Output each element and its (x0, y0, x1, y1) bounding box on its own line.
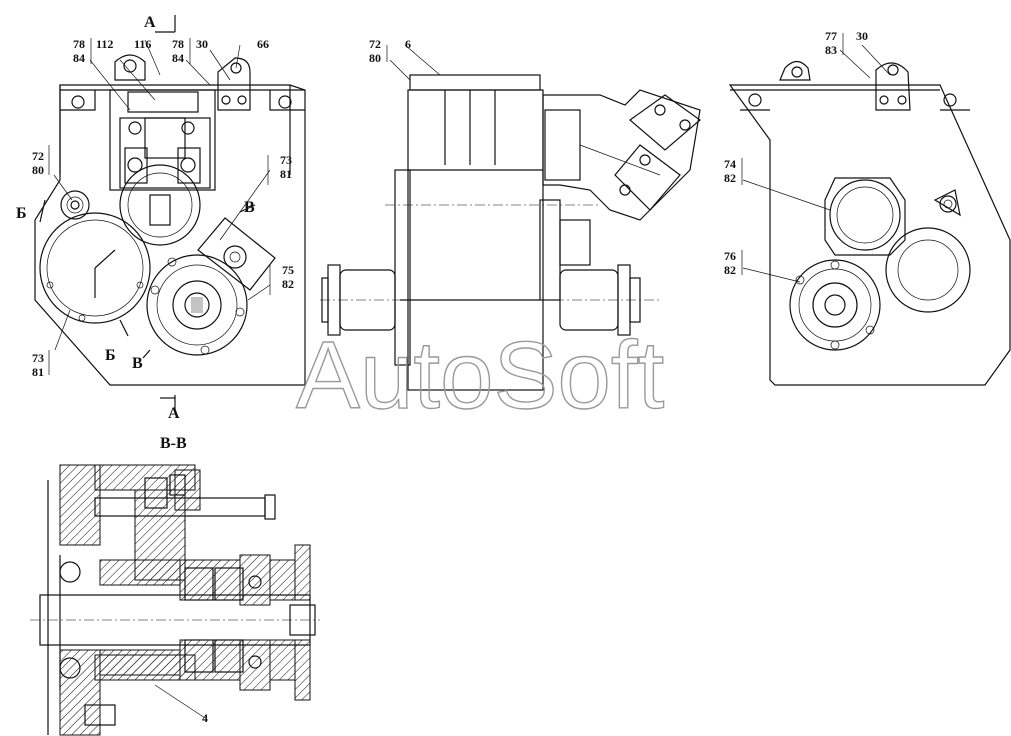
watermark: AutoSoft (296, 322, 664, 429)
callout-6: 6 (405, 37, 411, 51)
callout-84: 84 (73, 51, 85, 65)
section-marker-a-top: А (144, 14, 156, 31)
callout-72-b: 72 (369, 37, 381, 51)
callout-78: 78 (73, 37, 85, 51)
callout-73-a: 73 (280, 153, 292, 167)
callout-72-a: 72 (32, 149, 44, 163)
callout-82-a: 82 (282, 277, 294, 291)
callout-30-b: 30 (856, 29, 868, 43)
section-marker-a-bottom: А (168, 405, 180, 422)
callout-81-a: 81 (280, 167, 292, 181)
callout-84-b: 84 (172, 51, 184, 65)
section-marker-v-top: В (244, 199, 255, 216)
rear-view (728, 33, 1011, 386)
callout-74: 74 (724, 157, 736, 171)
callout-76: 76 (724, 249, 736, 263)
callout-80-b: 80 (369, 51, 381, 65)
section-marker-b-left: Б (16, 205, 27, 222)
callout-83: 83 (825, 43, 837, 57)
front-view (34, 15, 306, 410)
section-marker-b-bottom: Б (105, 347, 116, 364)
callout-82-c: 82 (724, 263, 736, 277)
callout-73-b: 73 (32, 351, 44, 365)
callout-4: 4 (202, 711, 208, 725)
callout-116: 116 (134, 37, 151, 51)
section-marker-v-bottom: В (132, 355, 143, 372)
callout-81-b: 81 (32, 365, 44, 379)
section-title: В-В (160, 435, 187, 452)
side-view (320, 44, 701, 391)
callout-78-b: 78 (172, 37, 184, 51)
callout-66: 66 (257, 37, 269, 51)
callout-80-a: 80 (32, 163, 44, 177)
callout-30-a: 30 (196, 37, 208, 51)
callout-75: 75 (282, 263, 294, 277)
callout-77: 77 (825, 29, 837, 43)
section-view (30, 464, 320, 736)
callout-82-b: 82 (724, 171, 736, 185)
callout-112: 112 (96, 37, 113, 51)
